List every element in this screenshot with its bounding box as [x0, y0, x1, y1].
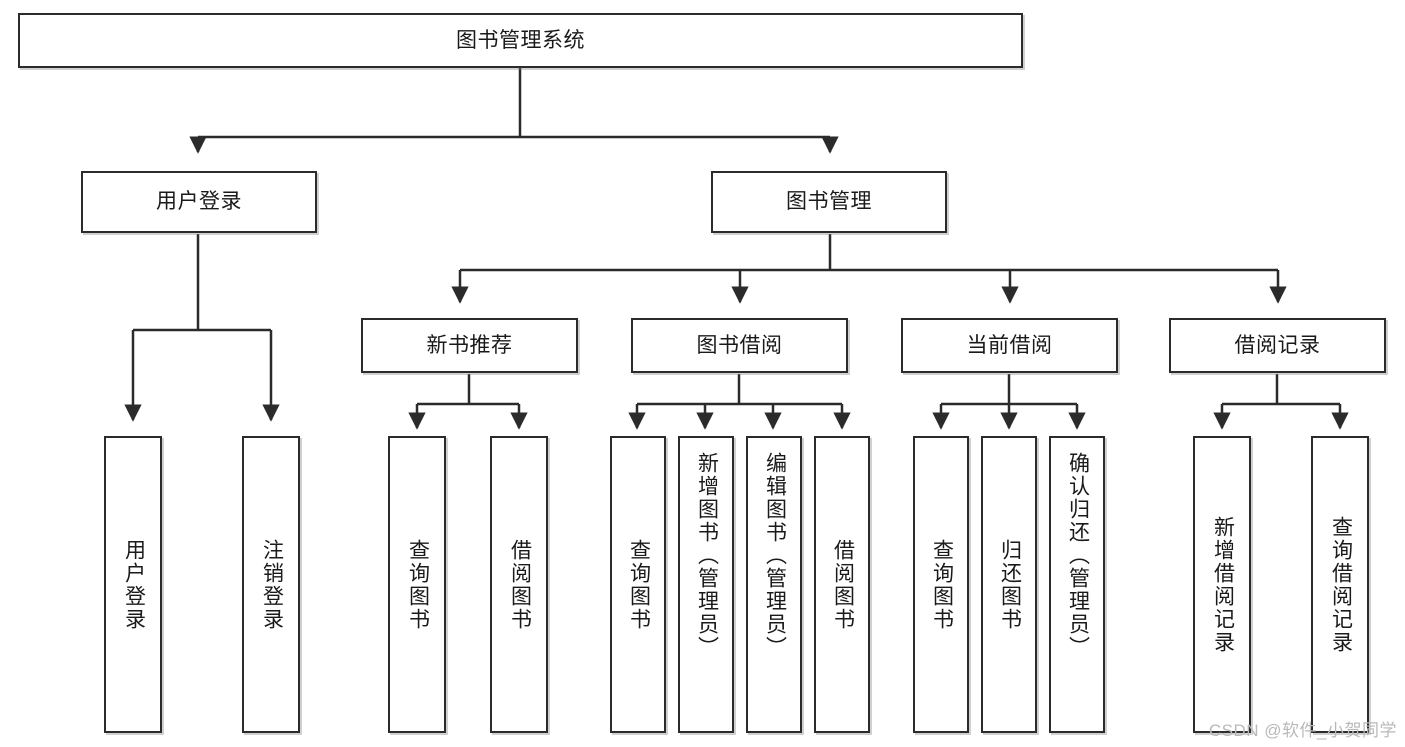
node-label: 新增图书（管理员） — [695, 452, 719, 659]
node-label: 借阅图书 — [831, 538, 855, 631]
node-label: 查询图书 — [930, 538, 954, 631]
node-label: 用户登录 — [122, 538, 146, 631]
node-leaf-query-borrow-record[interactable]: 查询借阅记录 — [1311, 436, 1369, 733]
node-leaf-logout[interactable]: 注销登录 — [242, 436, 300, 733]
node-borrow-record[interactable]: 借阅记录 — [1169, 318, 1386, 373]
node-leaf-add-borrow-record[interactable]: 新增借阅记录 — [1193, 436, 1251, 733]
node-leaf-add-book-admin[interactable]: 新增图书（管理员） — [678, 436, 734, 733]
node-leaf-borrow-book[interactable]: 借阅图书 — [814, 436, 870, 733]
node-label: 编辑图书（管理员） — [763, 452, 787, 659]
node-label: 新增借阅记录 — [1211, 515, 1235, 654]
node-label: 确认归还（管理员） — [1066, 452, 1090, 659]
node-leaf-confirm-return-admin[interactable]: 确认归还（管理员） — [1049, 436, 1105, 733]
node-label: 用户登录 — [156, 190, 242, 214]
node-label: 查询图书 — [406, 538, 430, 631]
node-current-borrow[interactable]: 当前借阅 — [901, 318, 1118, 373]
node-leaf-edit-book-admin[interactable]: 编辑图书（管理员） — [746, 436, 802, 733]
node-label: 借阅记录 — [1234, 333, 1321, 357]
node-label: 图书管理系统 — [456, 28, 585, 52]
node-leaf-query-book-borrow[interactable]: 查询图书 — [610, 436, 666, 733]
node-leaf-query-book-new[interactable]: 查询图书 — [388, 436, 446, 733]
node-label: 图书借阅 — [696, 333, 783, 357]
node-label: 借阅图书 — [508, 538, 532, 631]
node-leaf-borrow-book-new[interactable]: 借阅图书 — [490, 436, 548, 733]
node-label: 注销登录 — [260, 538, 284, 631]
node-leaf-return-book[interactable]: 归还图书 — [981, 436, 1037, 733]
node-label: 图书管理 — [786, 190, 872, 214]
node-book-management[interactable]: 图书管理 — [711, 171, 947, 233]
node-book-borrow[interactable]: 图书借阅 — [631, 318, 848, 373]
node-leaf-user-login[interactable]: 用户登录 — [104, 436, 162, 733]
node-label: 查询图书 — [627, 538, 651, 631]
node-user-login[interactable]: 用户登录 — [81, 171, 317, 233]
node-new-book-recommend[interactable]: 新书推荐 — [361, 318, 578, 373]
node-label: 归还图书 — [998, 538, 1022, 631]
node-book-management-system[interactable]: 图书管理系统 — [18, 13, 1023, 68]
node-label: 当前借阅 — [966, 333, 1053, 357]
node-label: 新书推荐 — [426, 333, 513, 357]
node-leaf-query-book-current[interactable]: 查询图书 — [913, 436, 969, 733]
node-label: 查询借阅记录 — [1329, 515, 1353, 654]
